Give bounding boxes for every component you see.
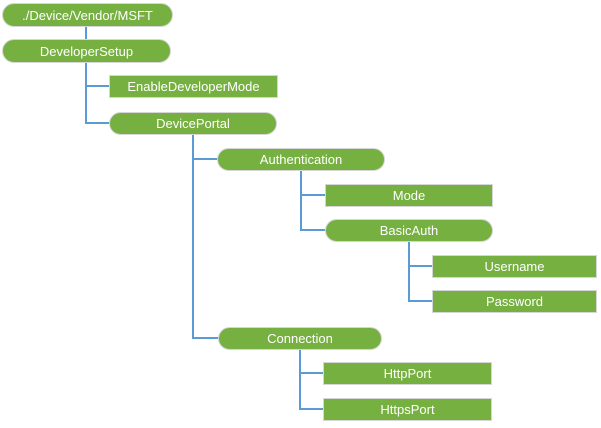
node-http-port: HttpPort: [323, 362, 492, 385]
connector-branch-deviceportal: [85, 122, 110, 124]
node-root: ./Device/Vendor/MSFT: [2, 3, 173, 27]
node-connection: Connection: [218, 327, 382, 350]
node-username: Username: [432, 255, 597, 278]
node-enable-developer-mode: EnableDeveloperMode: [109, 75, 278, 98]
node-device-portal: DevicePortal: [109, 112, 277, 135]
node-https-port: HttpsPort: [323, 398, 492, 421]
connector-branch-enabledevelopermode: [85, 85, 110, 87]
connector-branch-httpport: [299, 372, 324, 374]
node-basic-auth: BasicAuth: [325, 219, 493, 242]
connector-deviceportal-stem: [192, 135, 194, 339]
connector-branch-username: [408, 265, 433, 267]
connector-branch-basicauth: [300, 229, 326, 231]
connector-basicauth-stem: [408, 242, 410, 302]
connector-authentication-stem: [300, 171, 302, 231]
node-developer-setup: DeveloperSetup: [2, 39, 171, 63]
connector-branch-mode: [300, 194, 326, 196]
connector-branch-authentication: [192, 158, 218, 160]
connector-branch-connection: [192, 337, 219, 339]
connector-branch-password: [408, 300, 433, 302]
connector-developersetup-stem: [85, 63, 87, 124]
connector-branch-httpsport: [299, 408, 324, 410]
node-authentication: Authentication: [217, 148, 385, 171]
node-mode: Mode: [325, 184, 493, 207]
connector-root-to-developersetup: [85, 27, 87, 40]
connector-connection-stem: [299, 350, 301, 410]
node-password: Password: [432, 290, 597, 313]
